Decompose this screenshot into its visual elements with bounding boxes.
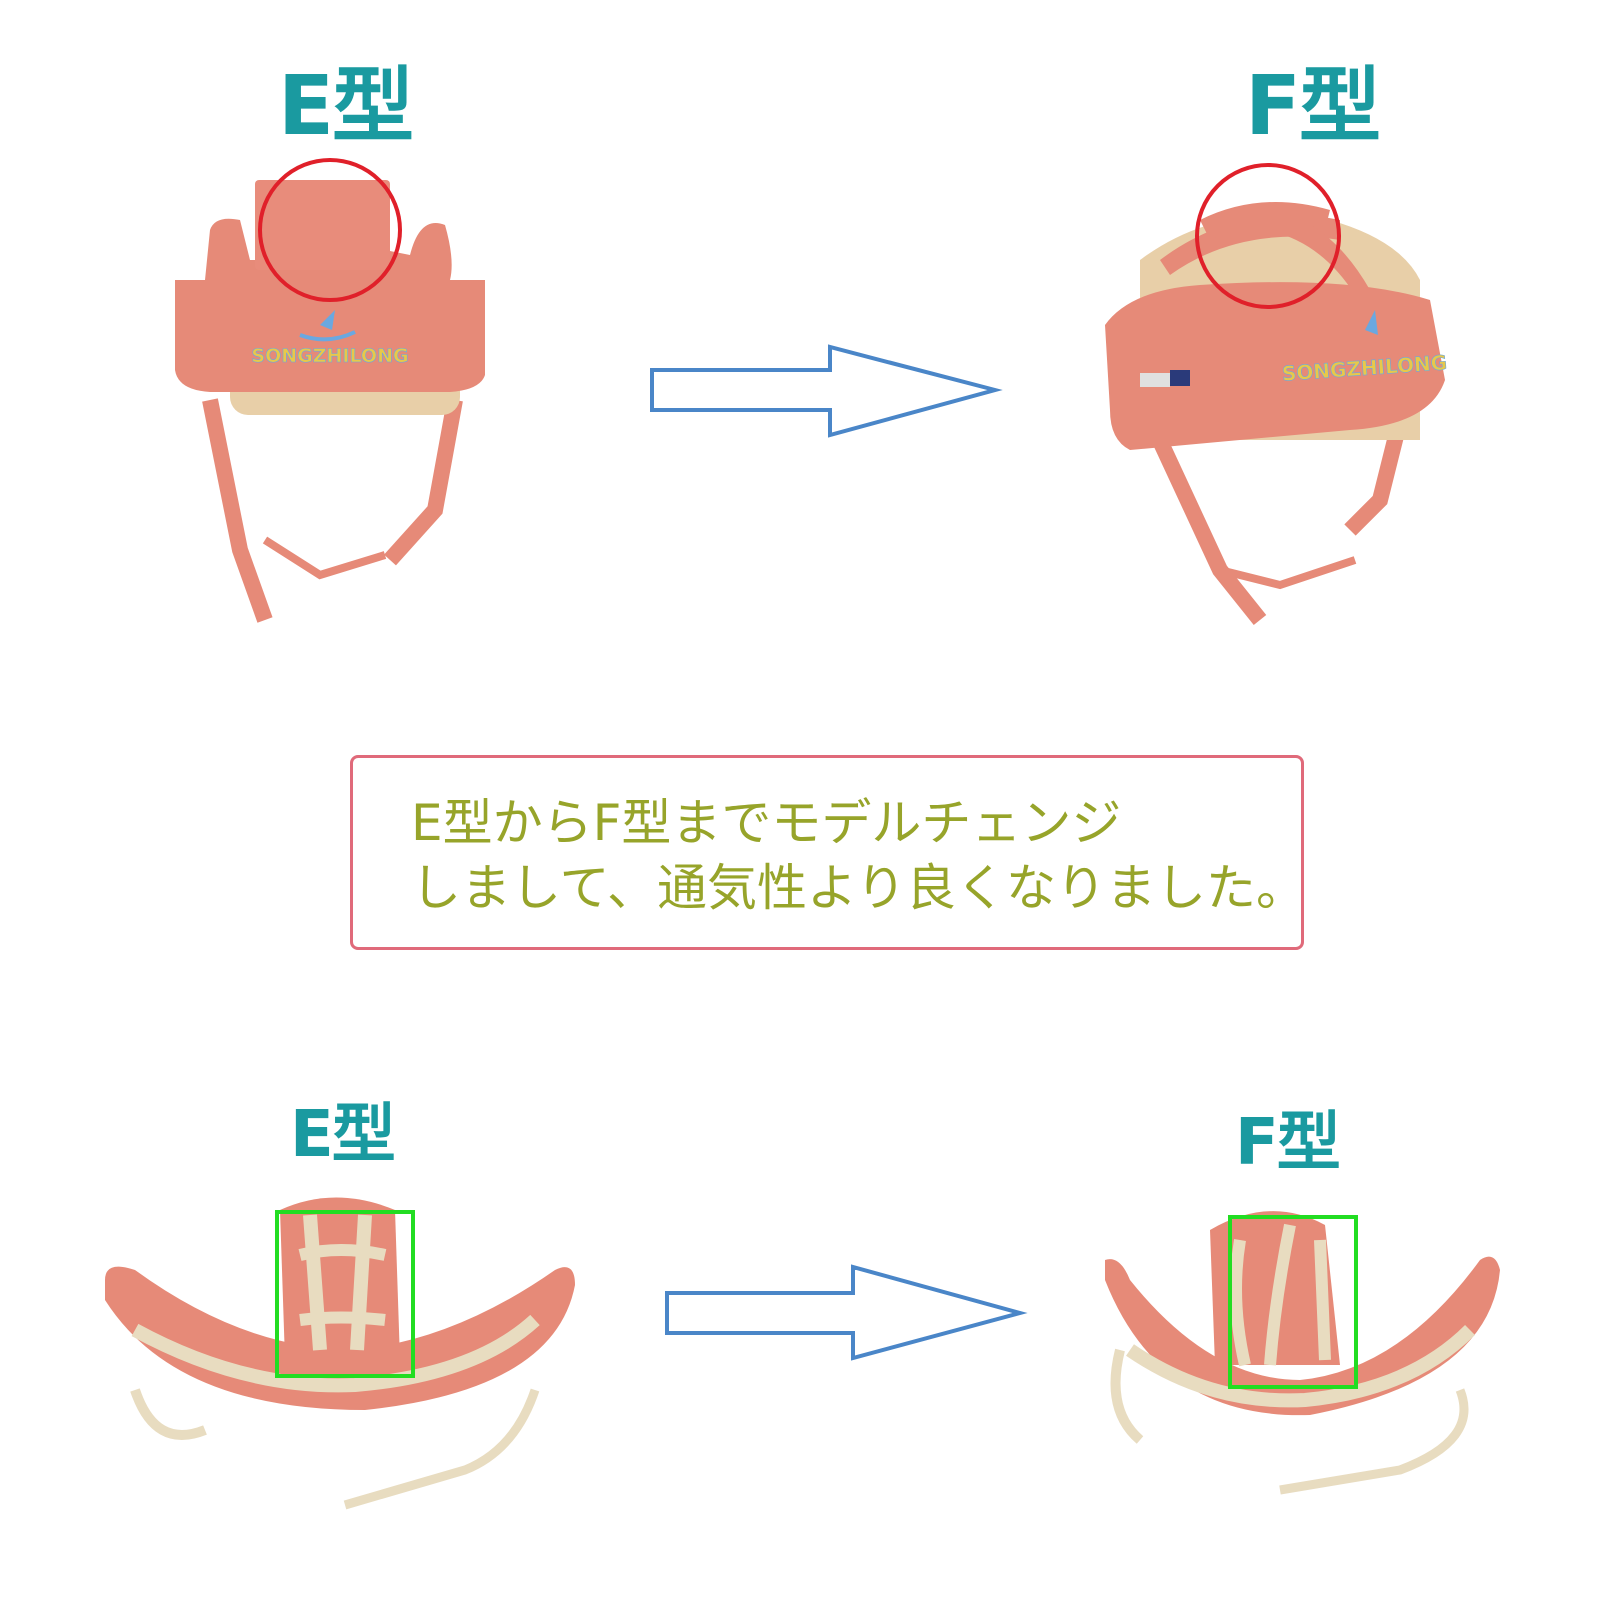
arrow-right-icon-bottom bbox=[665, 1264, 1028, 1361]
f-type-lining-image bbox=[1105, 1211, 1500, 1495]
label-e-type-bottom: E型 bbox=[290, 1098, 396, 1172]
notice-box: E型からF型までモデルチェンジ しまして、通気性より良くなりました。 bbox=[350, 755, 1306, 950]
notice-line-1: E型からF型までモデルチェンジ bbox=[411, 794, 1122, 852]
e-type-helmet-image: SONGZHILONG bbox=[175, 180, 485, 623]
label-f-type-top: F型 bbox=[1245, 59, 1381, 154]
highlight-circle-f bbox=[1195, 163, 1341, 309]
highlight-box-f bbox=[1228, 1215, 1358, 1389]
arrow-right-icon bbox=[650, 344, 1003, 438]
label-e-type-top: E型 bbox=[278, 59, 414, 154]
highlight-box-e bbox=[275, 1210, 415, 1378]
label-f-type-bottom: F型 bbox=[1235, 1106, 1341, 1180]
f-type-helmet-image: SONGZHILONG bbox=[1105, 202, 1448, 625]
highlight-circle-e bbox=[258, 158, 402, 302]
brand-embroidery-e: SONGZHILONG bbox=[251, 345, 408, 367]
e-type-lining-image bbox=[105, 1197, 575, 1510]
notice-line-2: しまして、通気性より良くなりました。 bbox=[411, 859, 1306, 917]
